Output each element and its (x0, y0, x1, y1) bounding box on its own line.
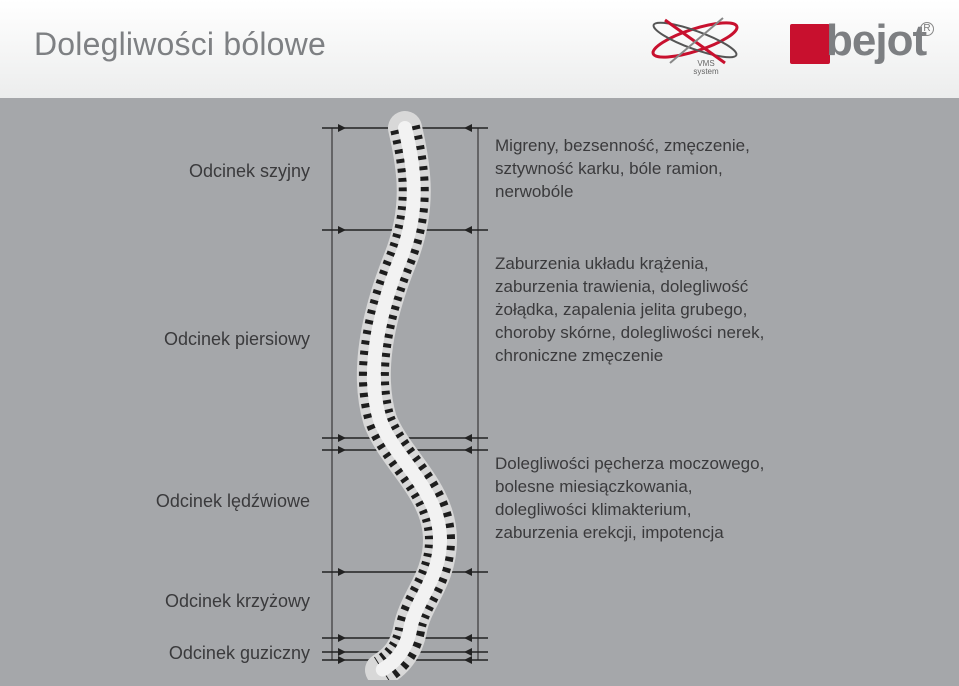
segment-label-coccygeal: Odcinek guziczny (168, 643, 310, 663)
registered-mark: R (920, 22, 934, 36)
segment-label-sacral: Odcinek krzyżowy (164, 591, 310, 611)
bejot-logo-mark (790, 24, 830, 64)
segment-label-thoracic: Odcinek piersiowy (163, 329, 310, 349)
header: Dolegliwości bólowe VMS system bejot R (0, 0, 959, 98)
segment-label-cervical: Odcinek szyjny (188, 161, 310, 181)
segment-label-lumbar: Odcinek lędźwiowe (155, 491, 310, 511)
bejot-logo: bejot R (790, 16, 934, 70)
segment-description-lumbar: Dolegliwości pęcherza moczowego, bolesne… (495, 454, 765, 542)
spine-illustration (322, 111, 488, 680)
segment-description-thoracic: Zaburzenia układu krążenia, zaburzenia t… (495, 254, 765, 365)
page-title: Dolegliwości bólowe (34, 26, 326, 62)
vms-logo-icon (651, 17, 739, 65)
vms-logo-text: VMS system (693, 59, 719, 76)
bejot-logo-word: bejot (826, 16, 927, 65)
segment-description-cervical: Migreny, bezsenność, zmęczenie, sztywnoś… (495, 136, 750, 201)
